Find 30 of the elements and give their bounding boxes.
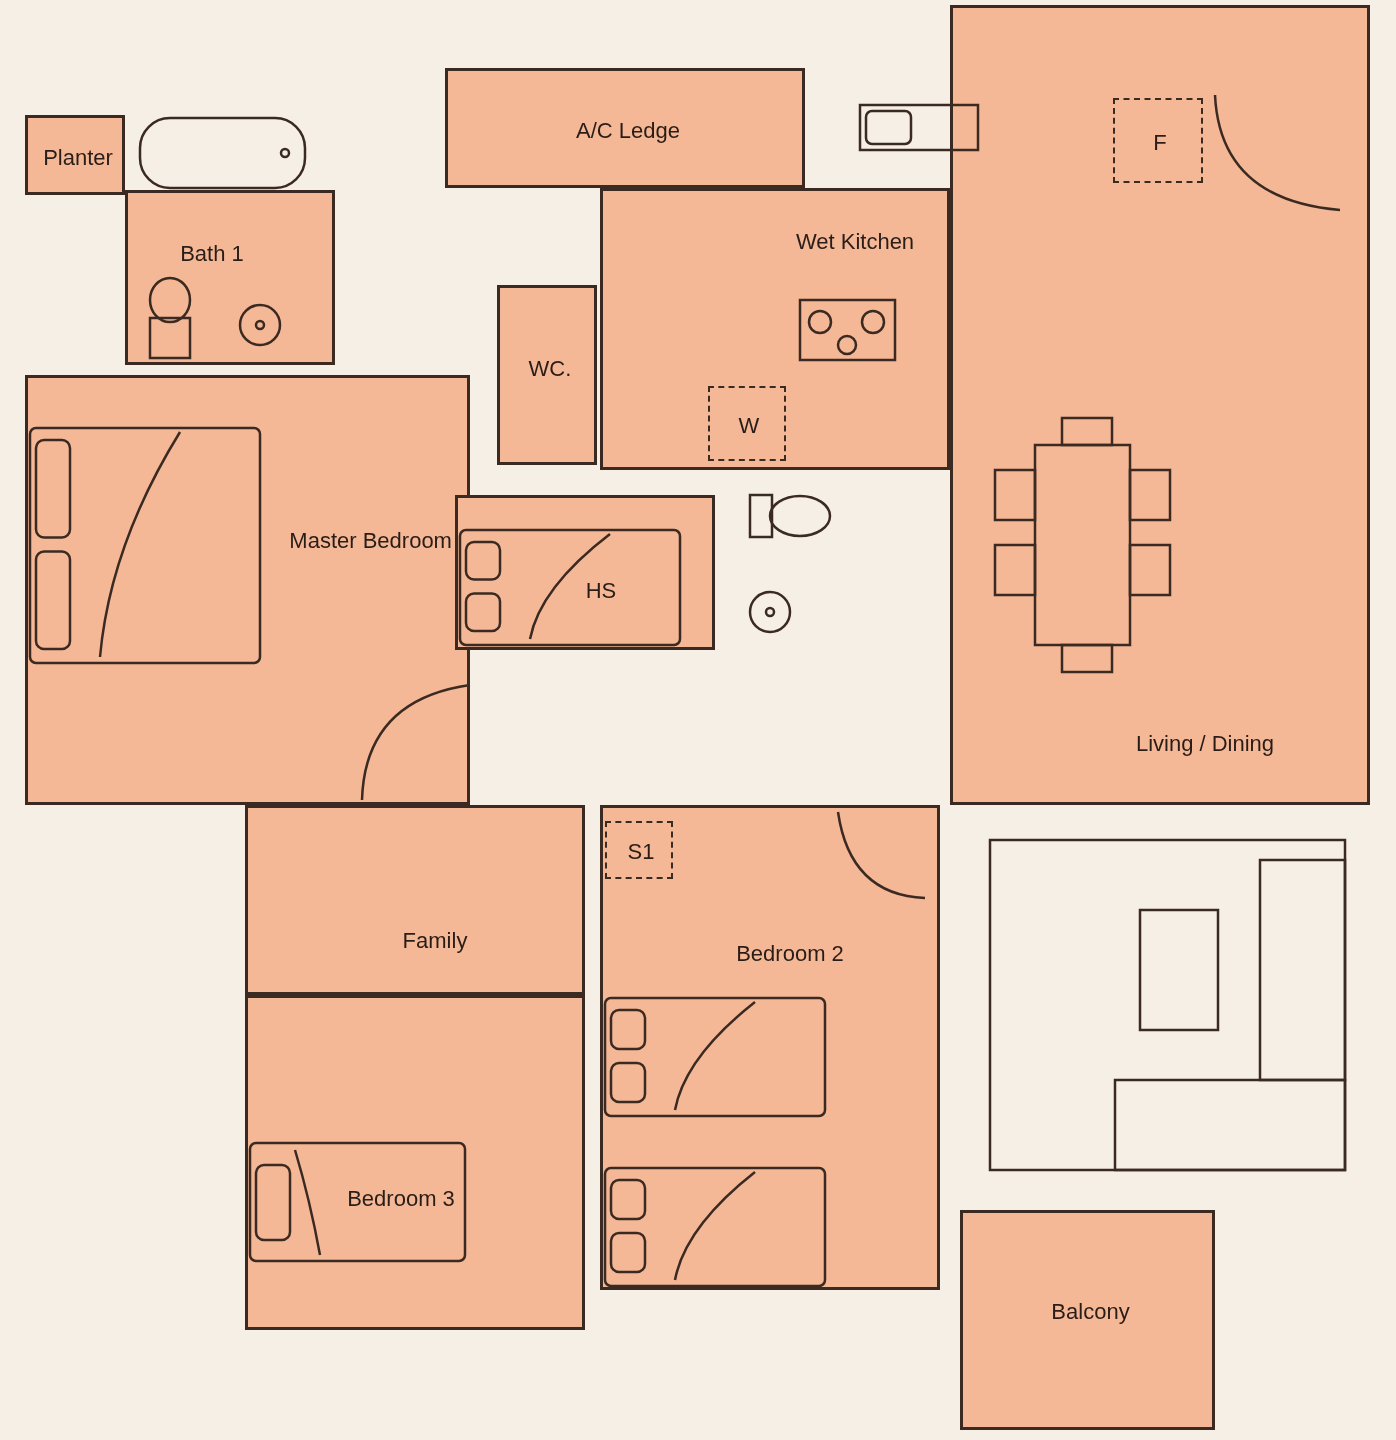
room-label: Balcony (1050, 1300, 1131, 1324)
room-label: Wet Kitchen (794, 229, 916, 254)
room-area (497, 285, 597, 465)
appliance-box (708, 386, 786, 461)
room-label: Bath 1 (179, 242, 245, 267)
room-area (950, 5, 1370, 805)
room-label: A/C Ledge (575, 119, 681, 143)
room-area (455, 495, 715, 650)
room-label: F (1152, 130, 1168, 155)
room-area (25, 115, 125, 195)
appliance-box (605, 821, 673, 879)
room-area (445, 68, 805, 188)
room-area (600, 805, 940, 1290)
room-area (25, 375, 470, 805)
room-area (245, 995, 585, 1330)
room-label: Planter (42, 146, 114, 170)
room-label: Living / Dining (1134, 732, 1276, 756)
room-area (960, 1210, 1215, 1430)
room-label: Family (401, 929, 469, 953)
room-label: Bedroom 3 (346, 1187, 456, 1211)
room-label: W (737, 413, 761, 438)
room-label: HS (584, 579, 618, 603)
room-area (600, 188, 950, 470)
room-area (245, 805, 585, 995)
room-label: Bedroom 2 (735, 941, 845, 966)
room-area (125, 190, 335, 365)
room-label: S1 (626, 840, 656, 864)
appliance-box (1113, 98, 1203, 183)
room-label: Master Bedroom (288, 529, 453, 554)
room-label: WC. (527, 357, 573, 381)
